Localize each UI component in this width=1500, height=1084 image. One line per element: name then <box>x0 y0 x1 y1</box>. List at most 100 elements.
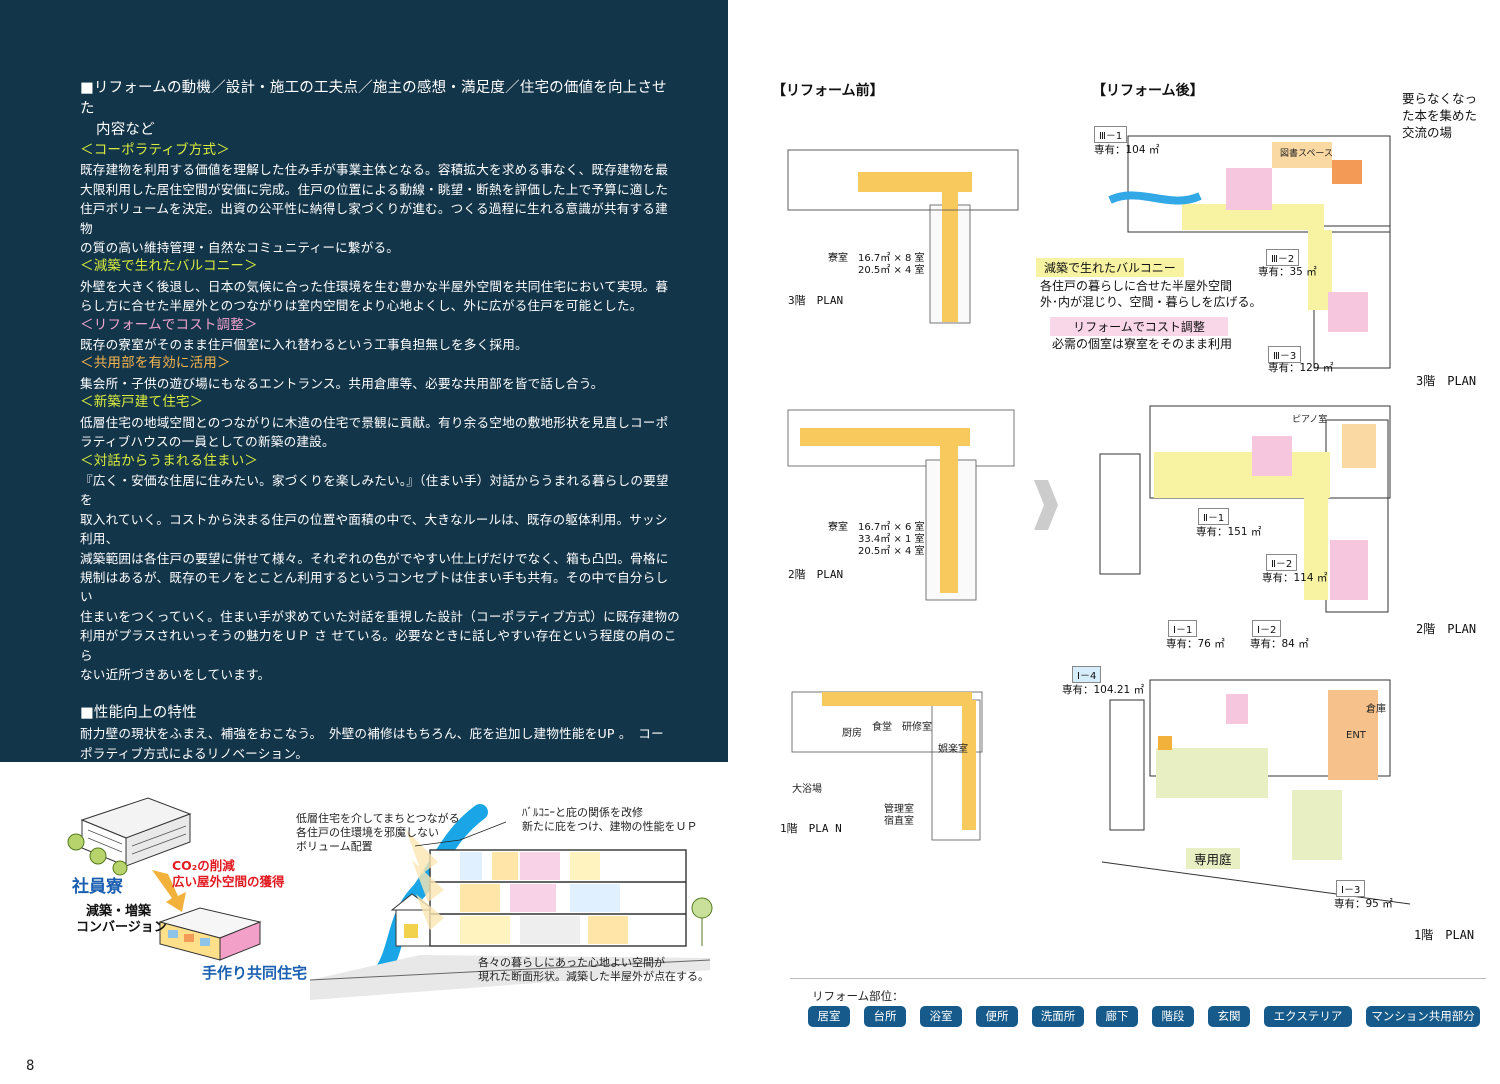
section-title-dialogue: ＜対話からうまれる住まい＞ <box>80 452 259 469</box>
unit-area-1-3: 専有：95 ㎡ <box>1334 898 1393 910</box>
legend-pill-washroom: 洗面所 <box>1032 1006 1084 1027</box>
performance-heading: ■性能向上の特性 <box>80 705 197 722</box>
cost-text: 必需の個室は寮室をそのまま利用 <box>1052 337 1233 351</box>
section-line: 利用がプラスされいっそうの魅力をＵＰ さ せている。必要なときに話しやすい存在と… <box>80 628 677 663</box>
room-bath: 大浴場 <box>792 784 822 795</box>
cooperative-housing-label: 手作り共同住宅 <box>202 964 308 982</box>
section-title-common: ＜共用部を有効に活用＞ <box>80 355 231 372</box>
before-1f-label: 1階 PLA N <box>780 822 842 835</box>
note-town-2: 各住戸の住環境を邪魔しない <box>296 826 439 839</box>
unit-tag-2-2: Ⅱ－2 <box>1266 554 1298 571</box>
after-1f-label: 1階 PLAN <box>1414 928 1475 942</box>
cost-callout: リフォームでコスト調整 <box>1050 317 1228 336</box>
outdoor-space-label: 広い屋外空間の獲得 <box>172 874 285 889</box>
storage-label: 倉庫 <box>1366 704 1386 715</box>
page-number: 8 <box>26 1058 35 1074</box>
unit-tag-1-2: Ⅰ－2 <box>1252 620 1282 637</box>
room-night: 宿直室 <box>884 816 914 827</box>
before-title: 【リフォーム前】 <box>772 83 884 99</box>
section-line: 『広く・安価な住居に住みたい。家づくりを楽しみたい。』（住まい手）対話からうまれ… <box>80 472 669 508</box>
section-line: 取入れていく。コストから決まる住戸の位置や面積の中で、大きなルールは、既存の躯体… <box>80 511 668 547</box>
note-town-3: ボリューム配置 <box>296 840 373 853</box>
legend-title: リフォーム部位： <box>812 989 904 1003</box>
unit-area-3-3: 専有：129 ㎡ <box>1268 362 1334 374</box>
section-line: 大限利用した居住空間が安価に完成。住戸の位置による動線・眺望・断熱を評価した上で… <box>80 181 669 197</box>
piano-room-label: ピアノ室 <box>1292 415 1328 425</box>
section-line: らし方に合せた半屋外とのつながりは室内空間をより心地よくし、外に広がる住戸を可能… <box>80 298 643 314</box>
legend-pill-common-area: マンション共用部分 <box>1366 1006 1480 1027</box>
unit-tag-1-1: Ⅰ－1 <box>1168 620 1198 637</box>
unit-area-3-1: 専有：104 ㎡ <box>1094 144 1160 156</box>
note-balcony-2: 新たに庇をつけ、建物の性能をＵＰ <box>522 820 698 833</box>
room-training: 研修室 <box>902 722 932 733</box>
unit-tag-1-4: Ⅰ－4 <box>1072 666 1102 683</box>
before-2f-label: 2階 PLAN <box>788 568 844 581</box>
note-town-1: 低層住宅を介してまちとつながる <box>296 812 460 825</box>
legend-pill-entrance: 玄関 <box>1208 1006 1250 1027</box>
note-section-2: 現れた断面形状。減築した半屋外が点在する。 <box>478 970 709 983</box>
illustration-drawing <box>67 797 713 1000</box>
legend-pill-living: 居室 <box>808 1006 850 1027</box>
concept-illustration: 社員寮 CO₂の削減 広い屋外空間の獲得 減築・増築 コンバージョン 手作り共同… <box>40 770 730 1010</box>
after-3f-label: 3階 PLAN <box>1416 374 1477 388</box>
section-line: 集会所・子供の遊び場にもなるエントランス。共用倉庫等、必要な共用部を皆で話し合う… <box>80 375 604 391</box>
section-line: 対話をしながらつくり上げるコーポラティブ方式により、入居者が理解・納得した上で計… <box>80 805 654 821</box>
room-dining: 食堂 <box>872 722 892 733</box>
legend-pill-toilet: 便所 <box>976 1006 1018 1027</box>
section-line: 住戸ボリュームを決定。出資の公平性に納得し家づくりが進む。つくる過程に生れる意識… <box>80 201 668 236</box>
section-line: 減築範囲は各住戸の要望に併せて様々。それぞれの色がでやすい仕上げだけでなく、箱も… <box>80 550 669 566</box>
section-line: 規制はあるが、既存のモノをとことん利用するというコンセプトは住まい手も共有。その… <box>80 569 669 605</box>
section-line: の質の高い維持管理・自然なコミュニティーに繋がる。 <box>80 240 400 256</box>
description-text: ■リフォームの動機／設計・施工の工夫点／施主の感想・満足度／住宅の価値を向上させ… <box>80 78 680 861</box>
section-line: 外壁を大きく後退し、日本の気候に合った住環境を生む豊かな半屋外空間を共同住宅にお… <box>80 278 669 294</box>
room-manager: 管理室 <box>884 804 914 815</box>
legend-pill-stairs: 階段 <box>1152 1006 1194 1027</box>
books-callout-2: た本を集めた <box>1402 108 1478 123</box>
unit-area-1-2: 専有：84 ㎡ <box>1250 638 1309 650</box>
section-line: ポラティブ方式によるリノベーション。 <box>80 745 309 761</box>
legend-divider <box>790 978 1486 979</box>
balcony-text-2: 外･内が混じり、空間・暮らしを広げる。 <box>1040 295 1262 309</box>
legend-pill-exterior: エクステリア <box>1264 1006 1352 1027</box>
main-heading: ■リフォームの動機／設計・施工の工夫点／施主の感想・満足度／住宅の価値を向上させ… <box>80 80 667 117</box>
library-space-label: 図書スペース <box>1280 149 1333 159</box>
dormitory-label: 社員寮 <box>72 877 123 897</box>
section-line: いく。自然に発生するコミュニティーが、入居後の防犯にも効果がある。安心できる住環… <box>80 824 655 840</box>
unit-tag-1-3: Ⅰ－3 <box>1336 880 1366 897</box>
co2-label: CO₂の削減 <box>172 858 235 873</box>
section-line: 既存の寮室がそのまま住戸個室に入れ替わるという工事負担無しを多く採用。 <box>80 337 528 353</box>
legend-pill-bath: 浴室 <box>920 1006 962 1027</box>
before-3f-label: 3階 PLAN <box>788 294 844 307</box>
after-2f-label: 2階 PLAN <box>1416 622 1477 636</box>
section-line: 低層住宅の地域空間とのつながりに木造の住宅で景観に貢献。有り余る空地の敷地形状を… <box>80 414 669 430</box>
unit-area-2-1: 専有：151 ㎡ <box>1196 526 1262 538</box>
section-line: 既存建物を利用する価値を理解した住み手が事業主体となる。容積拡大を求める事なく、… <box>80 162 669 178</box>
unit-area-1-1: 専有：76 ㎡ <box>1166 638 1225 650</box>
section-line: ラティブハウスの一員としての新築の建設。 <box>80 434 335 450</box>
considerations-heading: ■特に配慮した事項 <box>80 784 212 801</box>
note-balcony-1: ﾊﾞﾙｺﾆｰと庇の関係を改修 <box>522 806 643 819</box>
unit-tag-3-3: Ⅲ－3 <box>1268 346 1302 363</box>
unit-area-3-2: 専有：35 ㎡ <box>1258 266 1317 278</box>
section-title-cooperative: ＜コーポラティブ方式＞ <box>80 142 230 158</box>
unit-tag-3-1: Ⅲ－1 <box>1094 126 1128 143</box>
section-title-balcony: ＜減築で生れたバルコニー＞ <box>80 258 258 275</box>
unit-area-1-4: 専有：104.21 ㎡ <box>1062 684 1145 696</box>
conversion-label-1: 減築・増築 <box>86 904 152 919</box>
unit-tag-2-1: Ⅱ－1 <box>1198 508 1230 525</box>
balcony-callout: 減築で生れたバルコニー <box>1036 258 1184 277</box>
books-callout-3: 交流の場 <box>1402 125 1453 140</box>
section-title-newbuild: ＜新築戸建て住宅＞ <box>80 394 204 411</box>
before-3f-rooms: 寮室 16.7㎡ × 8 室 20.5㎡ × 4 室 <box>828 253 925 276</box>
after-title: 【リフォーム後】 <box>1092 83 1204 99</box>
section-line: 耐力壁の現状をふまえ、補強をおこなう。 外壁の補修はもちろん、庇を追加し建物性能… <box>80 726 664 742</box>
legend-pill-kitchen: 台所 <box>864 1006 906 1027</box>
entrance-label: ENT <box>1346 730 1366 741</box>
section-line: ない近所づきあいをしています。 <box>80 666 271 682</box>
unit-area-2-2: 専有：114 ㎡ <box>1262 572 1328 584</box>
room-kitchen: 厨房 <box>842 728 862 739</box>
balcony-text-1: 各住戸の暮らしに合せた半屋外空間 <box>1040 279 1233 293</box>
note-section-1: 各々の暮らしにあった心地よい空間が <box>478 956 665 969</box>
section-title-cost: ＜リフォームでコスト調整＞ <box>80 316 258 333</box>
books-callout-1: 要らなくなっ <box>1402 91 1478 106</box>
